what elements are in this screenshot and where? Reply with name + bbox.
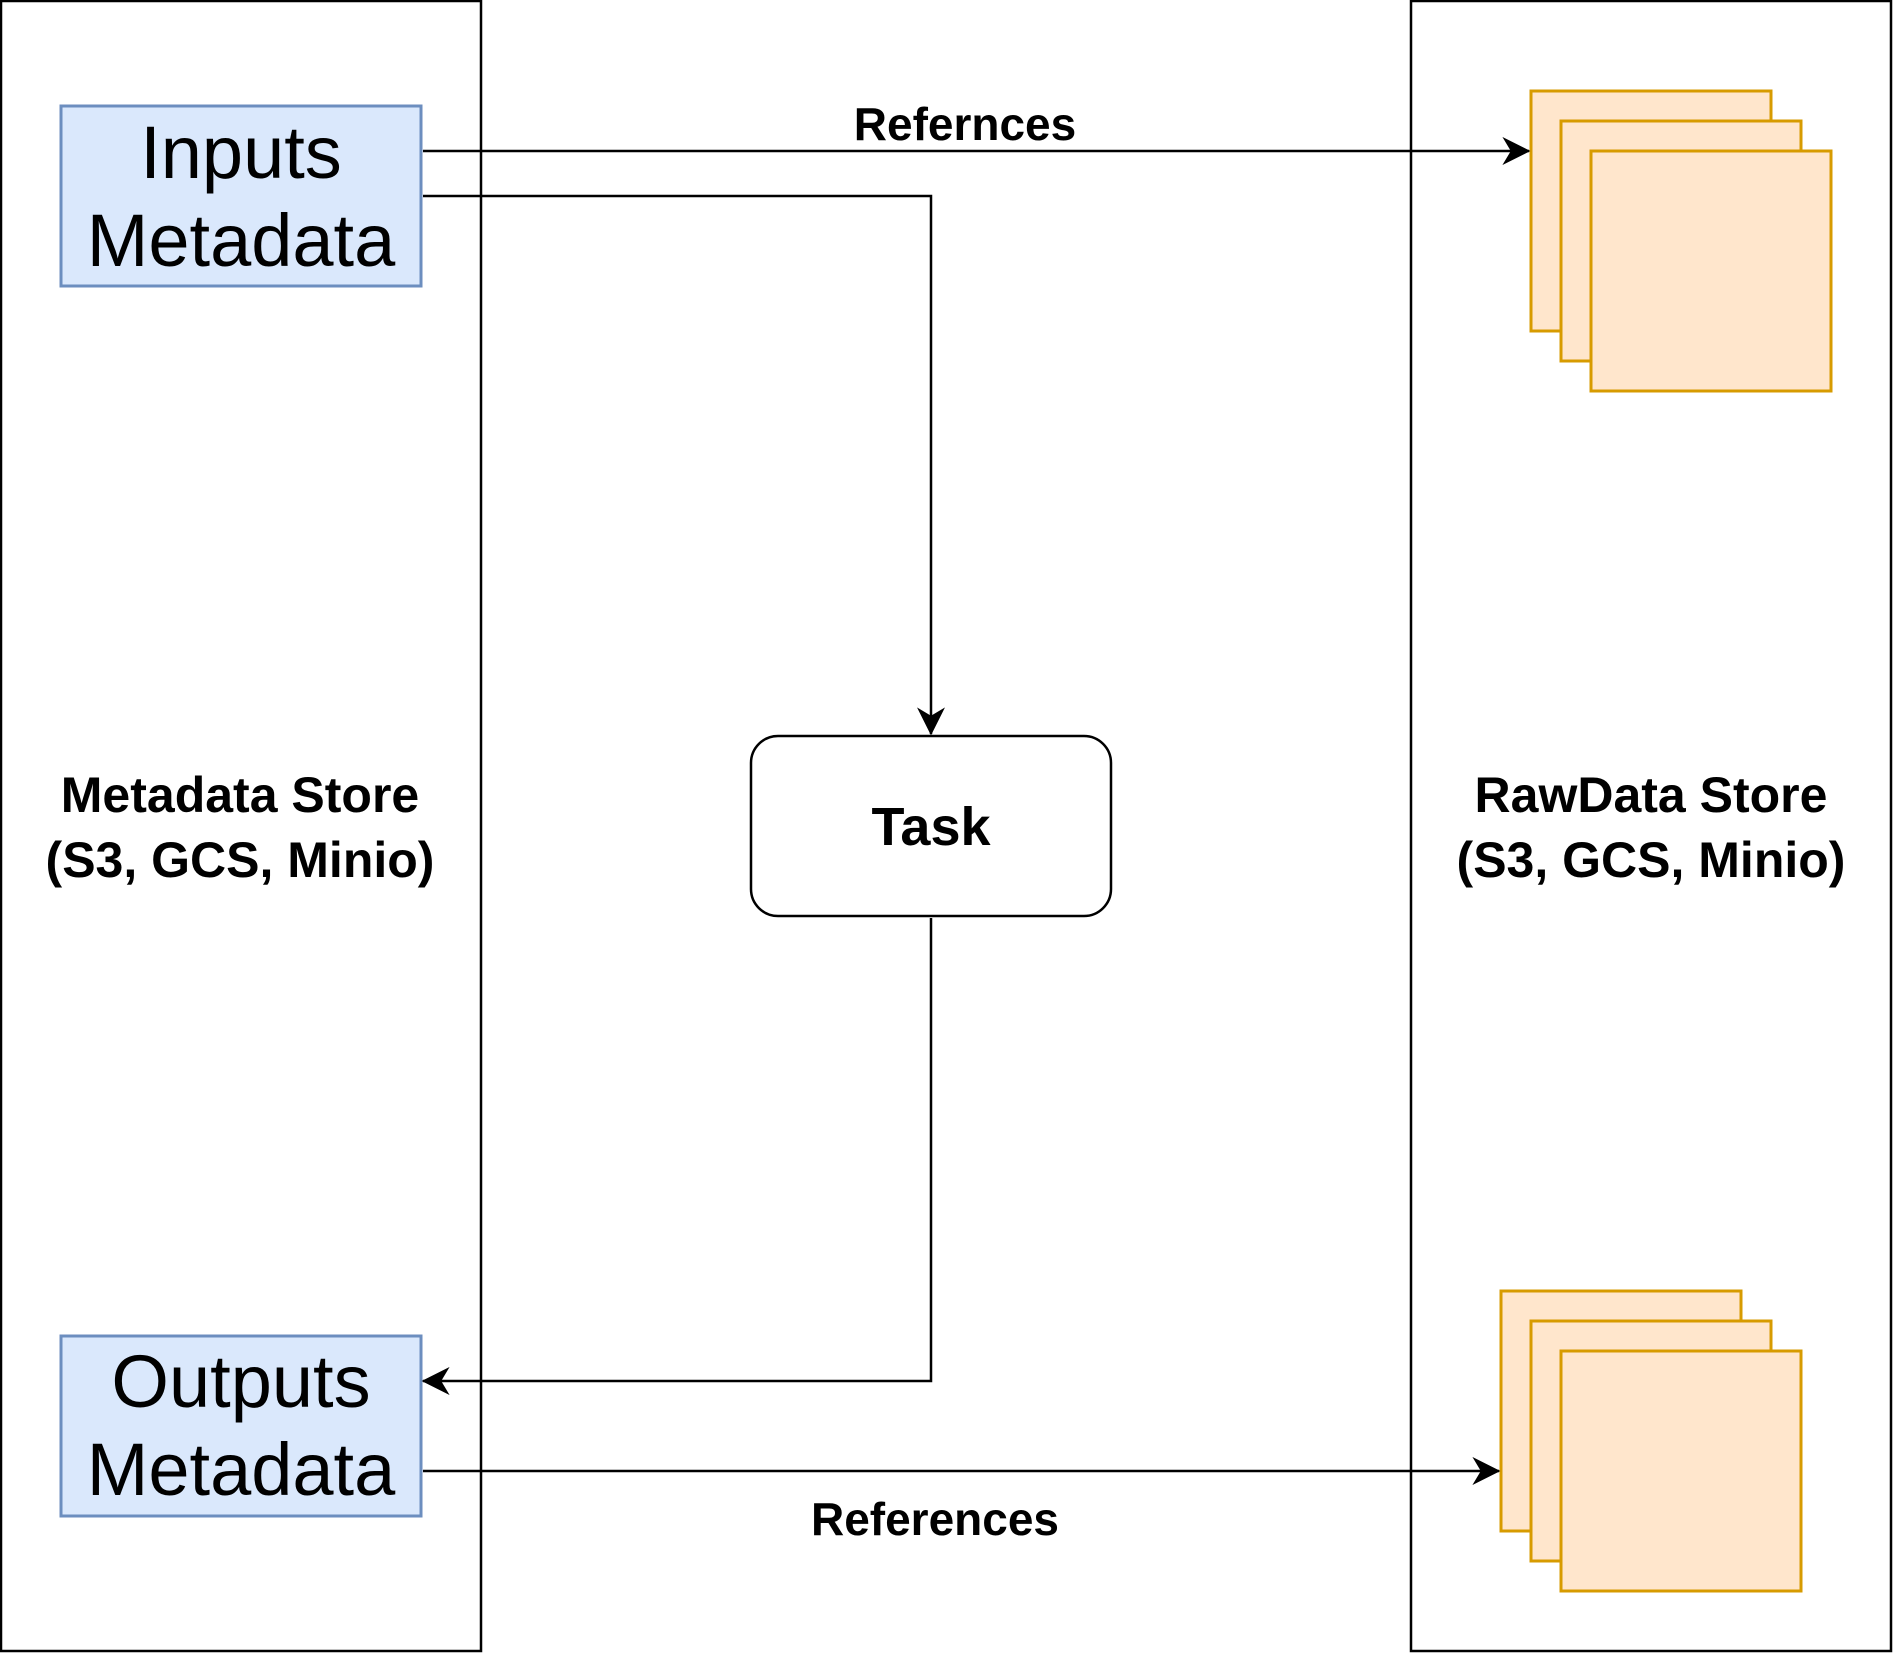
edge-line — [421, 918, 933, 1395]
task-node[interactable]: Task — [749, 734, 1113, 918]
outputs-metadata-box — [59, 1334, 423, 1518]
outputs-metadata-line2: Metadata — [87, 1428, 396, 1511]
metadata-store-subtitle: (S3, GCS, Minio) — [46, 832, 435, 888]
inputs-metadata-line1: Inputs — [140, 111, 342, 194]
rawdata-store-title: RawData Store — [1475, 767, 1828, 823]
edge-line — [423, 194, 945, 736]
edge-label-bottom: References — [811, 1493, 1059, 1545]
outputs-references-edge[interactable]: References — [423, 1457, 1501, 1545]
metadata-store-title: Metadata Store — [61, 767, 419, 823]
raw-data-stack-top[interactable] — [1529, 89, 1833, 393]
raw-data-page — [1589, 149, 1833, 393]
task-box — [749, 734, 1113, 918]
rawdata-store-subtitle: (S3, GCS, Minio) — [1457, 832, 1846, 888]
task-to-outputs-edge[interactable] — [421, 918, 933, 1395]
raw-data-stack-bottom[interactable] — [1499, 1289, 1803, 1593]
inputs-metadata-box — [59, 104, 423, 288]
outputs-metadata-line1: Outputs — [111, 1340, 370, 1423]
edge-label-top: Refernces — [854, 98, 1076, 150]
inputs-references-edge[interactable]: Refernces — [423, 98, 1531, 165]
task-label: Task — [871, 797, 991, 857]
inputs-to-task-edge[interactable] — [423, 194, 945, 736]
raw-data-page — [1559, 1349, 1803, 1593]
inputs-metadata-line2: Metadata — [87, 199, 396, 282]
outputs-metadata-node[interactable]: Outputs Metadata — [59, 1334, 423, 1518]
inputs-metadata-node[interactable]: Inputs Metadata — [59, 104, 423, 288]
